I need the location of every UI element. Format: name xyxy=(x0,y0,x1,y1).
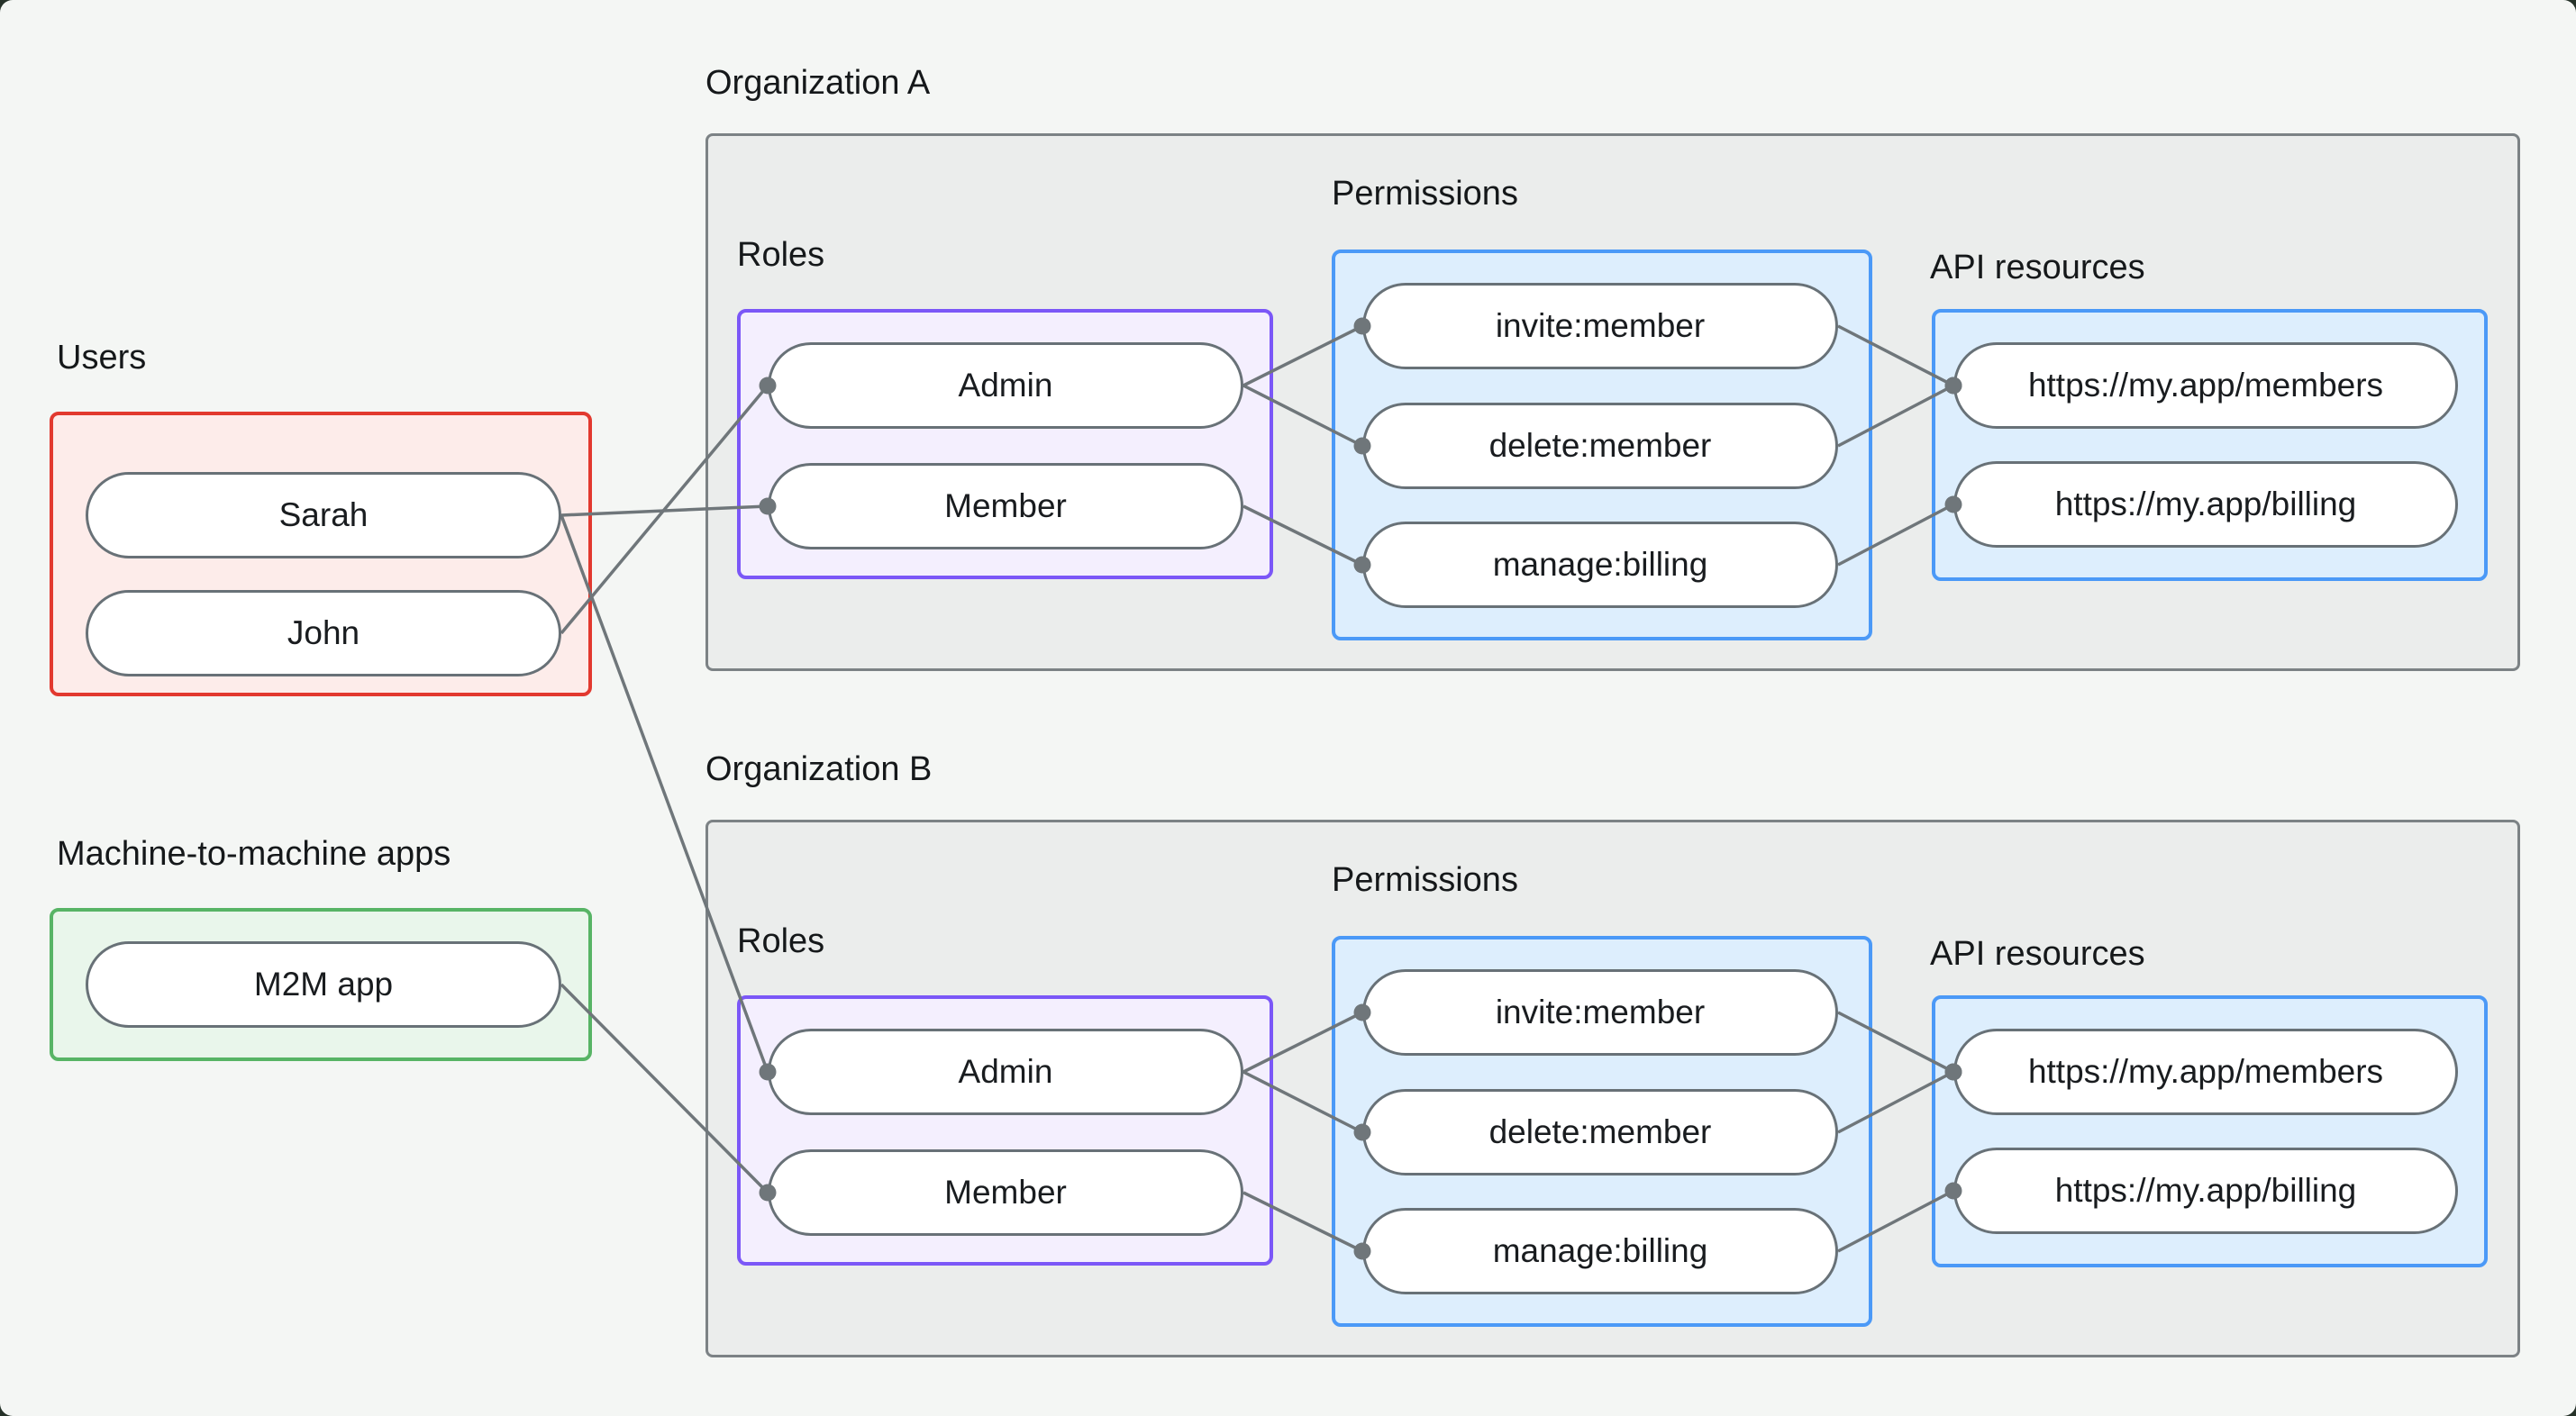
org-a-roles-title: Roles xyxy=(737,236,825,274)
org-a-role-admin: Admin xyxy=(768,342,1243,429)
org-a-permission-invite-member: invite:member xyxy=(1362,283,1838,369)
org-a-title: Organization A xyxy=(705,64,931,102)
org-b-api-title: API resources xyxy=(1930,935,2145,973)
org-b-api-billing-url: https://my.app/billing xyxy=(1953,1148,2458,1234)
org-a-permissions-title: Permissions xyxy=(1332,175,1518,213)
org-a-api-members-url: https://my.app/members xyxy=(1953,342,2458,429)
m2m-app-node: M2M app xyxy=(86,941,561,1028)
m2m-section-title: Machine-to-machine apps xyxy=(57,835,451,873)
org-a-permission-delete-member: delete:member xyxy=(1362,403,1838,489)
org-b-role-member: Member xyxy=(768,1149,1243,1236)
org-a-role-member: Member xyxy=(768,463,1243,549)
user-node-sarah: Sarah xyxy=(86,472,561,558)
org-b-permission-invite-member: invite:member xyxy=(1362,969,1838,1056)
org-b-role-admin: Admin xyxy=(768,1029,1243,1115)
org-b-permission-delete-member: delete:member xyxy=(1362,1089,1838,1175)
org-a-permission-manage-billing: manage:billing xyxy=(1362,522,1838,608)
org-b-permissions-title: Permissions xyxy=(1332,861,1518,899)
users-section-title: Users xyxy=(57,339,147,377)
org-b-api-members-url: https://my.app/members xyxy=(1953,1029,2458,1115)
org-a-api-title: API resources xyxy=(1930,249,2145,286)
org-a-api-billing-url: https://my.app/billing xyxy=(1953,461,2458,548)
org-b-permission-manage-billing: manage:billing xyxy=(1362,1208,1838,1294)
user-node-john: John xyxy=(86,590,561,676)
